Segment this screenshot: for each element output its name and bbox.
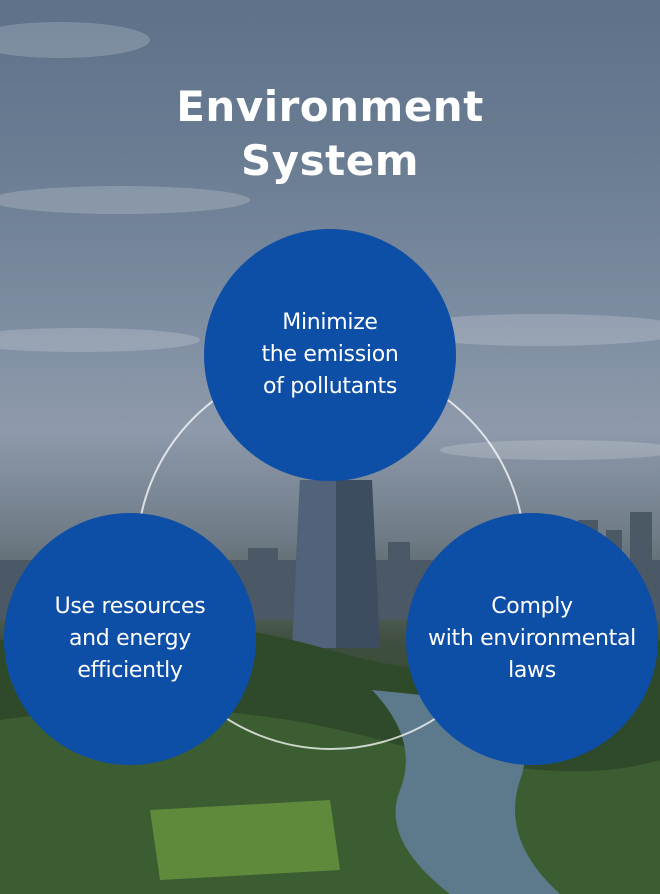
circle-text-line: laws — [508, 658, 556, 683]
circle-text-line: with environmental — [428, 626, 636, 651]
circle-comply-laws: Comply with environmental laws — [406, 513, 658, 765]
circle-text-line: of pollutants — [262, 374, 398, 399]
title-line-1: Environment — [176, 82, 484, 131]
page-title: Environment System — [0, 80, 660, 188]
circle-text-line: the emission — [261, 342, 399, 367]
circle-use-resources: Use resources and energy efficiently — [4, 513, 256, 765]
circle-text-line: and energy — [68, 626, 192, 651]
circle-text-line: Minimize — [282, 310, 378, 335]
circle-minimize-emission: Minimize the emission of pollutants — [204, 229, 456, 481]
circle-text-line: Comply — [491, 594, 573, 619]
circle-text-line: efficiently — [77, 658, 183, 683]
circle-text-line: Use resources — [54, 594, 206, 619]
title-line-2: System — [241, 136, 419, 185]
